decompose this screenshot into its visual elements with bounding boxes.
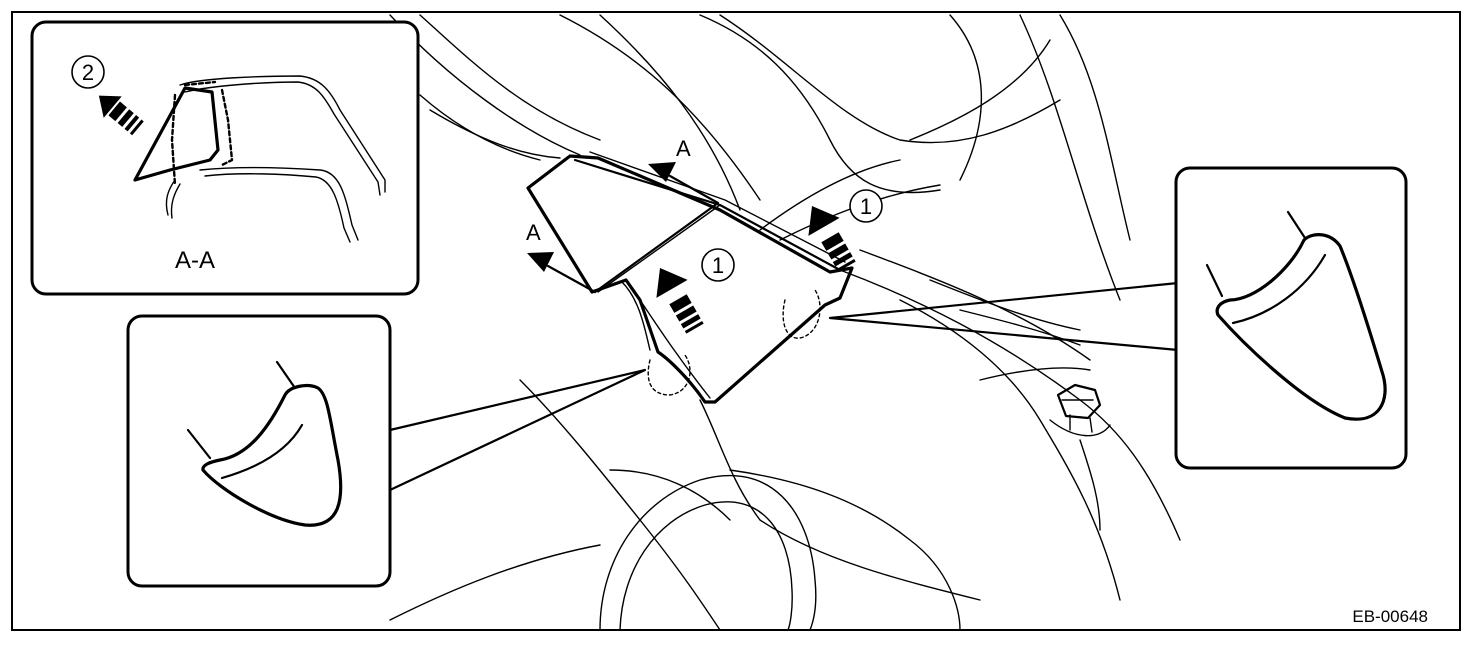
section-label: A-A [175,247,215,274]
callout-1-right: 1 [849,189,883,223]
trim-panel-outline [526,151,854,404]
removal-arrow-left [656,268,704,334]
removal-arrow-right [808,206,856,272]
callout-1-left-label: 1 [712,253,724,278]
direction-label-lower: A [526,220,541,245]
callout-1-right-label: 1 [860,194,872,219]
section-inset: 2 A-A [30,20,420,296]
section-arrow-upper [648,162,676,182]
clip-detail-left [126,314,392,588]
section-line-a [527,162,720,294]
leader-lines [388,281,1180,492]
section-arrow-lower [527,252,554,272]
direction-label-upper: A [676,136,691,161]
removal-arrow-inset [98,95,144,136]
callout-1-left: 1 [701,248,735,282]
figure-id: EB-00648 [1352,607,1428,626]
clip-detail-right [1174,166,1408,470]
callout-2: 2 [71,55,105,89]
callout-2-label: 2 [82,60,94,85]
